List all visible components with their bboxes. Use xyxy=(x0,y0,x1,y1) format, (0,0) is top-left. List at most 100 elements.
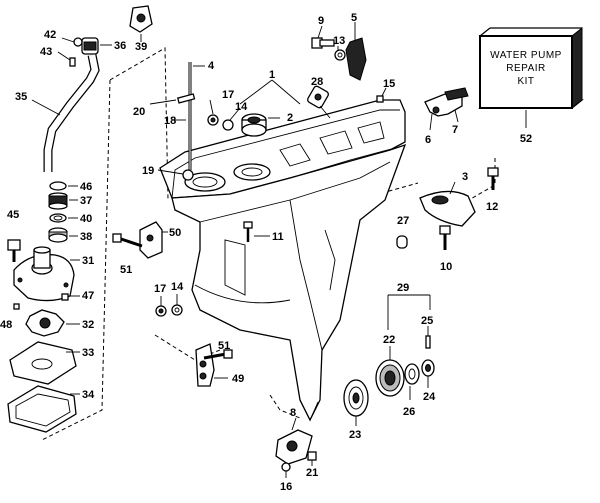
part-16-screw xyxy=(281,462,291,478)
part-27-plug xyxy=(396,235,408,249)
kit-title-line-1: WATER PUMP xyxy=(490,50,562,61)
callout-7: 7 xyxy=(452,124,458,136)
part-29-bracket-line xyxy=(387,294,431,330)
part-21-screw xyxy=(307,451,317,466)
callout-12: 12 xyxy=(486,201,498,213)
part-24-nut xyxy=(421,359,435,388)
part-42-seal xyxy=(61,37,83,47)
part-25-pin xyxy=(425,326,431,349)
callout-20: 20 xyxy=(133,106,145,118)
part-47-dowel xyxy=(61,293,80,301)
part-9-bolt xyxy=(311,25,335,49)
kit-title-line-3: KIT xyxy=(517,76,534,87)
part-49-bracket xyxy=(195,343,228,387)
part-33-plate xyxy=(9,341,80,385)
callout-45: 45 xyxy=(7,209,19,221)
callout-26: 26 xyxy=(403,406,415,418)
callout-51-upper: 51 xyxy=(120,264,132,276)
callout-46: 46 xyxy=(80,181,92,193)
callout-51-lower: 51 xyxy=(218,340,230,352)
callout-29: 29 xyxy=(397,282,409,294)
callout-28: 28 xyxy=(311,76,323,88)
callout-47: 47 xyxy=(82,290,94,302)
water-pump-repair-kit-box: WATER PUMP REPAIR KIT 52 xyxy=(478,26,584,145)
part-43-pin xyxy=(57,51,76,67)
part-19-plug xyxy=(157,169,194,181)
callout-10: 10 xyxy=(440,261,452,273)
callout-39: 39 xyxy=(135,41,147,53)
part-46-seal xyxy=(49,181,78,191)
part-31-pump-housing xyxy=(13,246,80,302)
callout-19: 19 xyxy=(142,165,154,177)
part-51-bolt-upper xyxy=(112,233,143,248)
callout-21: 21 xyxy=(306,467,318,479)
callout-23: 23 xyxy=(349,429,361,441)
part-37-grommet xyxy=(48,192,78,210)
callout-33: 33 xyxy=(82,347,94,359)
callout-1: 1 xyxy=(269,69,275,81)
part-36-fitting xyxy=(81,37,112,55)
callout-35: 35 xyxy=(15,91,27,103)
part-20-pin xyxy=(149,93,196,105)
callout-38: 38 xyxy=(80,231,92,243)
callout-36: 36 xyxy=(114,40,126,52)
callout-labels: 1 2 3 4 5 6 7 8 9 10 11 12 13 14 14 15 1… xyxy=(0,12,498,493)
part-23-seal xyxy=(343,379,369,426)
callout-24: 24 xyxy=(423,391,436,403)
callout-18: 18 xyxy=(164,115,176,127)
part-5-cover xyxy=(345,22,367,81)
part-32-impeller xyxy=(25,309,80,337)
callout-17-top: 17 xyxy=(222,89,234,101)
callout-25: 25 xyxy=(421,315,433,327)
callout-27: 27 xyxy=(397,215,409,227)
part-12-bolt xyxy=(487,167,499,190)
part-51-bolt-lower xyxy=(203,349,233,360)
callout-34: 34 xyxy=(82,389,95,401)
part-22-gear xyxy=(375,346,405,397)
callout-15: 15 xyxy=(383,78,395,90)
callout-11: 11 xyxy=(272,231,284,243)
callout-17-bottom: 17 xyxy=(154,283,166,295)
part-10-bolt xyxy=(439,225,451,250)
callout-5: 5 xyxy=(351,12,357,24)
callout-6: 6 xyxy=(425,134,431,146)
callout-43: 43 xyxy=(40,46,52,58)
part-15-dowel xyxy=(376,87,387,103)
kit-title-line-2: REPAIR xyxy=(506,63,546,74)
part-45-bolt xyxy=(7,239,21,262)
part-8-clamp xyxy=(275,417,313,465)
gearcase-housing xyxy=(159,99,407,422)
part-3-trim-tab xyxy=(419,181,476,227)
part-39-grommet xyxy=(129,5,153,33)
part-38-seal xyxy=(48,227,78,243)
part-13-washer xyxy=(334,49,346,61)
callout-3: 3 xyxy=(462,171,468,183)
callout-42: 42 xyxy=(44,29,56,41)
callout-9: 9 xyxy=(318,15,324,27)
part-2-seal xyxy=(241,113,280,137)
callout-32: 32 xyxy=(82,319,94,331)
part-4-stud xyxy=(188,62,205,170)
callout-16: 16 xyxy=(280,481,292,493)
callout-50: 50 xyxy=(169,227,181,239)
part-40-ring xyxy=(49,213,78,223)
callout-2: 2 xyxy=(287,112,293,124)
part-11-screw xyxy=(243,221,270,242)
callout-4: 4 xyxy=(208,60,215,72)
callout-14-top: 14 xyxy=(235,101,248,113)
part-17-14-screw-lower xyxy=(155,294,183,317)
callout-48: 48 xyxy=(0,319,12,331)
callout-14-bottom: 14 xyxy=(171,281,184,293)
callout-49: 49 xyxy=(232,373,244,385)
callout-8: 8 xyxy=(290,407,296,419)
part-26-washer xyxy=(404,363,420,400)
callout-13: 13 xyxy=(333,35,345,47)
callout-40: 40 xyxy=(80,213,92,225)
part-6-7-bracket xyxy=(424,87,469,131)
part-28-anode xyxy=(307,85,331,119)
part-17-screw-top xyxy=(207,99,241,131)
part-50-bracket xyxy=(139,221,168,259)
part-34-gasket xyxy=(7,385,80,433)
